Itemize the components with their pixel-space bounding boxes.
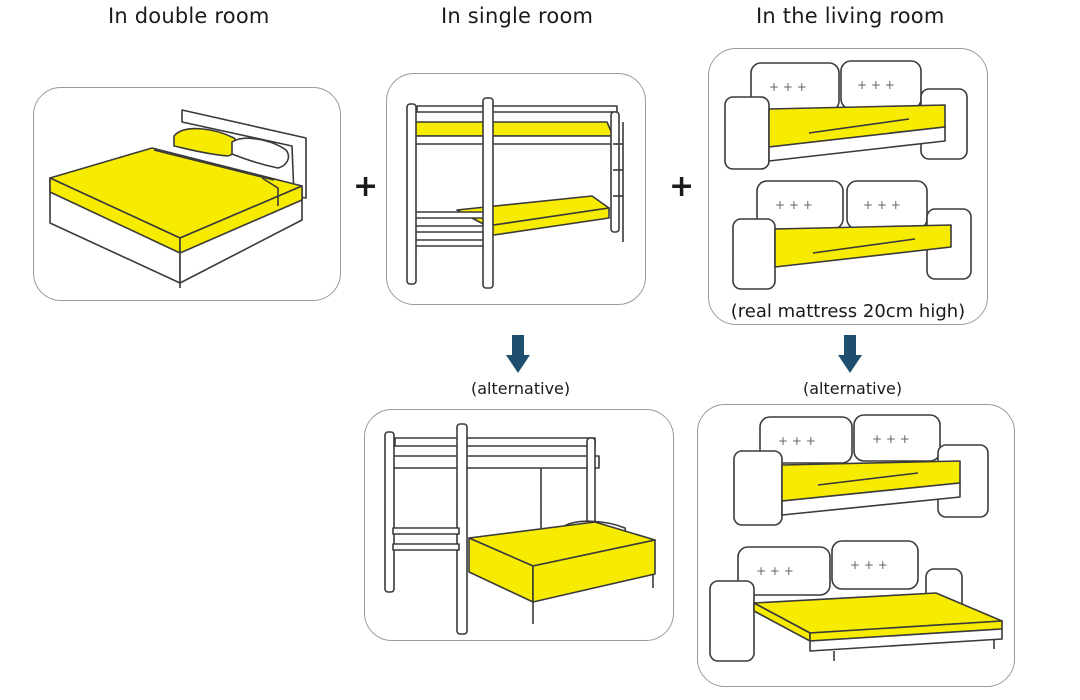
alternative-label-single: (alternative) [471, 379, 571, 398]
svg-text:+ + +: + + + [756, 564, 794, 578]
heading-double-room: In double room [108, 4, 270, 28]
svg-text:+ + +: + + + [872, 432, 910, 446]
panel-living-room-alternative: + + + + + + + + + + + + [697, 404, 1015, 687]
plus-sign-1: + [353, 169, 379, 204]
panel-living-room: + + + + + + + + + + + + (real mattress 2… [708, 48, 988, 325]
svg-text:+ + +: + + + [850, 558, 888, 572]
real-mattress-note: (real mattress 20cm high) [730, 301, 966, 322]
sofa-bed-open-icon: + + + + + + + + + + + + [709, 414, 1003, 662]
panel-single-room-alternative [364, 409, 674, 641]
arrow-down-icon [506, 335, 530, 373]
svg-text:+ + +: + + + [778, 434, 816, 448]
bunk-bed-icon [406, 97, 624, 289]
svg-text:+ + +: + + + [863, 198, 901, 212]
svg-text:+ + +: + + + [775, 198, 813, 212]
bunk-bed-with-double-bottom-icon [384, 423, 656, 635]
alternative-label-living: (alternative) [803, 379, 903, 398]
svg-text:+ + +: + + + [857, 78, 895, 92]
double-bed-icon [49, 109, 307, 288]
arrow-down-icon [838, 335, 862, 373]
heading-living-room: In the living room [756, 4, 945, 28]
panel-single-room [386, 73, 646, 305]
plus-sign-2: + [669, 169, 695, 204]
svg-text:+ + +: + + + [769, 80, 807, 94]
heading-single-room: In single room [441, 4, 594, 28]
sofa-icon: + + + + + + + + + + + + [724, 60, 972, 290]
panel-double-room [33, 87, 341, 301]
